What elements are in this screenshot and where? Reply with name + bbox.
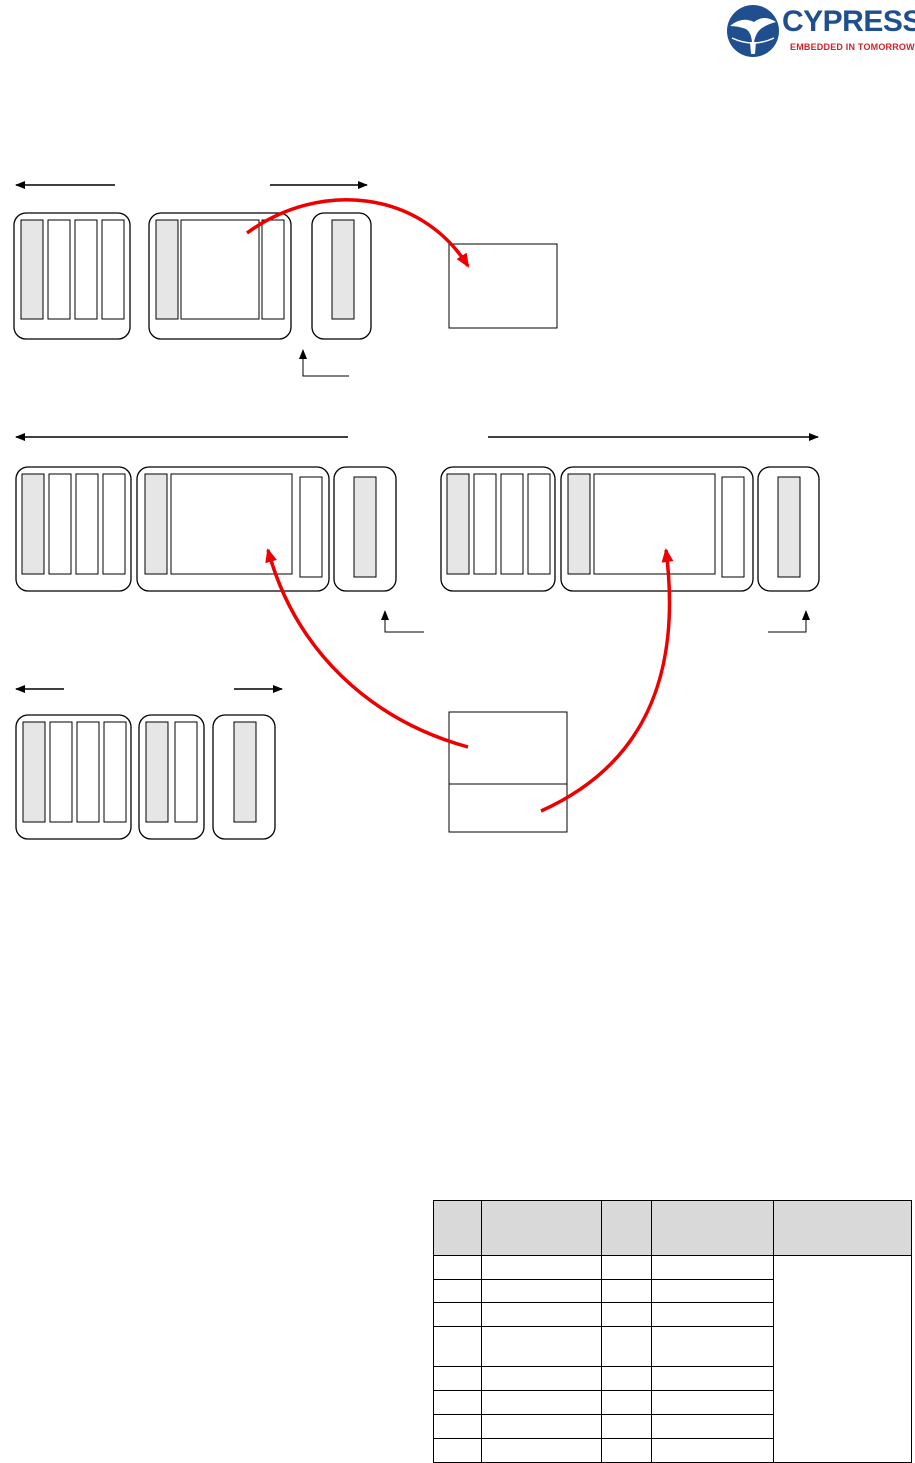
table-header-cell [481, 1200, 602, 1256]
block-group-7 [440, 466, 556, 592]
data-table [433, 1200, 912, 1463]
table-cell [433, 1366, 482, 1391]
table-cell [651, 1366, 774, 1391]
table-cell [433, 1279, 482, 1303]
table-cell [601, 1279, 652, 1303]
table-cell [651, 1390, 774, 1415]
table-cell [481, 1326, 602, 1367]
table-cell [651, 1326, 774, 1367]
table-cell [481, 1414, 602, 1439]
table-cell [651, 1302, 774, 1327]
block-group-1 [13, 212, 131, 340]
table-cell [651, 1279, 774, 1303]
block-group-11 [138, 714, 205, 840]
table-cell [481, 1366, 602, 1391]
table-cell [433, 1414, 482, 1439]
table-cell [601, 1302, 652, 1327]
pointer-arrow [299, 349, 349, 377]
logo-tagline: EMBEDDED IN TOMORROW [790, 42, 915, 52]
logo-brand-text: CYPRESS [782, 5, 915, 38]
table-cell [601, 1326, 652, 1367]
block-group-2 [148, 212, 292, 340]
table-cell [481, 1302, 602, 1327]
table-cell [651, 1438, 774, 1463]
pointer-arrow [768, 610, 810, 633]
table-cell [601, 1414, 652, 1439]
table-cell [481, 1390, 602, 1415]
block-group-3 [311, 212, 372, 340]
block-group-5 [136, 466, 330, 592]
table-cell [601, 1390, 652, 1415]
table-cell [433, 1326, 482, 1367]
split-target-box [448, 711, 568, 833]
table-cell [601, 1438, 652, 1463]
block-group-6 [333, 466, 397, 592]
row-2 [15, 433, 820, 633]
table-cell [651, 1414, 774, 1439]
table-header-row [433, 1200, 912, 1256]
memory-layout-diagram [13, 181, 820, 840]
block-group-8 [560, 466, 754, 592]
table-merged-cell [773, 1255, 912, 1463]
mapping-arrow [245, 198, 470, 268]
table-header-cell [773, 1200, 912, 1256]
cypress-logo: CYPRESS EMBEDDED IN TOMORROW [724, 2, 915, 60]
block-group-12 [212, 714, 276, 840]
cypress-tree-globe-icon [727, 5, 779, 57]
mapping-arrow [265, 548, 469, 749]
table-cell [481, 1279, 602, 1303]
block-group-4 [15, 466, 132, 592]
table-cell [481, 1438, 602, 1463]
table-header-cell [433, 1200, 482, 1256]
table-cell [433, 1302, 482, 1327]
table-header-cell [651, 1200, 774, 1256]
table-cell [433, 1438, 482, 1463]
table-cell [433, 1390, 482, 1415]
row-1 [13, 181, 558, 377]
block-group-9 [757, 466, 820, 592]
table-header-cell [601, 1200, 652, 1256]
block-group-10 [15, 714, 132, 840]
table-cell [601, 1366, 652, 1391]
target-box [448, 243, 558, 329]
row-3 [15, 548, 674, 840]
mapping-arrow [540, 548, 674, 813]
pointer-arrow [381, 610, 424, 633]
